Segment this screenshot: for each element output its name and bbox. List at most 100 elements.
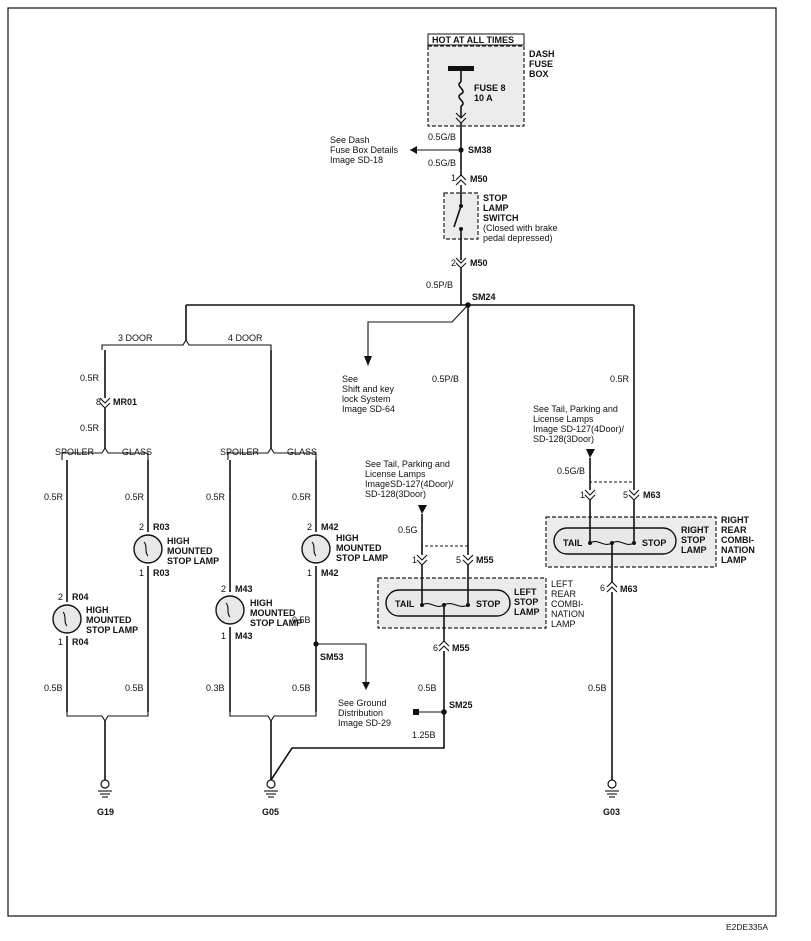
connector-m42-bottom: M42 [321,568,339,578]
arrow-down-icon [364,356,372,366]
left-lamp-capsule [385,589,511,617]
connector-m63-top: M63 [643,490,661,500]
left-name-2: REAR [551,589,577,599]
left-wire-out: 0.5B [418,683,437,693]
fuse-box-label-2: FUSE [529,59,553,69]
dash-fuse-box [427,45,525,127]
arrow-down-icon [362,682,370,690]
connector-r03-top: R03 [153,522,170,532]
door3-gl-lamp-1: HIGH [167,536,190,546]
door3-wire-b: 0.5R [80,423,100,433]
door3-sp-pin2: 2 [58,592,63,602]
connector-m42-top: M42 [321,522,339,532]
right-lamp-capsule [553,527,677,555]
fuse-ref-line-3: Image SD-18 [330,155,383,165]
splice-label-sm53: SM53 [320,652,344,662]
door3-wire-a: 0.5R [80,373,100,383]
door4-gl-lamp-3: STOP LAMP [336,553,388,563]
switch-contact-icon [453,205,462,228]
door4-gl-pin1: 1 [307,568,312,578]
connector-chevron-icon [628,489,640,501]
left-wire-in: 0.5P/B [432,374,459,384]
wire-label-0.5g-b-1: 0.5G/B [428,132,456,142]
right-ref-line-2: License Lamps [533,414,594,424]
left-ref-line-3: ImageSD-127(4Door)/ [365,479,454,489]
right-wire-out: 0.5B [588,683,607,693]
splice-label-sm25: SM25 [449,700,473,710]
ground-g19-icon [100,779,110,789]
pin-m50-1: 1 [451,173,456,183]
fuse-rating: 10 A [474,93,493,103]
left-name-4: NATION [551,609,584,619]
connector-r04-top: R04 [72,592,89,602]
switch-label-3: SWITCH [483,213,519,223]
left-lamp-label-3: LAMP [514,607,540,617]
left-pin5: 5 [456,555,461,565]
switch-label-1: STOP [483,193,507,203]
fuse-ref-line-1: See Dash [330,135,370,145]
connector-r04-bottom: R04 [72,637,89,647]
fuse-box-label-3: BOX [529,69,549,79]
connector-chevron-icon [584,489,596,501]
door4-sp-lamp-3: STOP LAMP [250,618,302,628]
left-wire-ground: 1.25B [412,730,436,740]
door3-gl-lamp-3: STOP LAMP [167,556,219,566]
door3-sp-pin1: 1 [58,637,63,647]
door3-gl-pin1: 1 [139,568,144,578]
left-stop-label: STOP [476,599,500,609]
right-pin6: 6 [600,583,605,593]
wire-label-0.5g-b-2: 0.5G/B [428,158,456,168]
door4-sp-wire1: 0.5R [206,492,226,502]
ground-g03-label: G03 [603,807,620,817]
door3-sp-lamp-2: MOUNTED [86,615,132,625]
door3-pin-8: 8 [96,397,101,407]
connector-m50-bottom: M50 [470,258,488,268]
ground-g19-label: G19 [97,807,114,817]
right-tail-label: TAIL [563,538,583,548]
right-name-3: COMBI- [721,535,754,545]
high-mounted-stop-lamp-icon [52,604,82,634]
switch-label-2: LAMP [483,203,509,213]
left-name-1: LEFT [551,579,574,589]
shift-ref-line-2: Shift and key [342,384,395,394]
door4-label: 4 DOOR [228,333,263,343]
door4-gl-lamp-1: HIGH [336,533,359,543]
shift-ref-line-1: See [342,374,358,384]
connector-chevron-icon [416,554,428,566]
door3-sp-wire1: 0.5R [44,492,64,502]
door3-sp-lamp-3: STOP LAMP [86,625,138,635]
left-pin1: 1 [412,555,417,565]
left-name-3: COMBI- [551,599,584,609]
right-pin5: 5 [623,490,628,500]
right-pin1: 1 [580,490,585,500]
right-ref-line-3: Image SD-127(4Door)/ [533,424,625,434]
door4-gl-wire3: 0.5B [292,683,311,693]
door4-ground-bracket [229,712,317,723]
right-name-4: NATION [721,545,755,555]
door3-gl-lamp-2: MOUNTED [167,546,213,556]
door3-gl-wire1: 0.5R [125,492,145,502]
connector-m55-top: M55 [476,555,494,565]
right-name-1: RIGHT [721,515,750,525]
shift-ref-line-4: Image SD-64 [342,404,395,414]
door4-glass-label: GLASS [287,447,317,457]
connector-m55-bottom: M55 [452,643,470,653]
right-name-2: REAR [721,525,747,535]
left-tail-label: TAIL [395,599,415,609]
ground-ref-line-1: See Ground [338,698,387,708]
high-mounted-stop-lamp-icon [301,534,331,564]
ground-g05-label: G05 [262,807,279,817]
connector-m63-bottom: M63 [620,584,638,594]
connector-m43-top: M43 [235,584,253,594]
arrow-left-icon [410,146,417,154]
left-lamp-label-1: LEFT [514,587,537,597]
connector-m43-bottom: M43 [235,631,253,641]
door3-ground-bracket [66,712,149,723]
ground-g03-icon [607,779,617,789]
door3-spoiler-glass-bracket [61,446,149,460]
arrow-down-icon [418,505,427,514]
door3-glass-label: GLASS [122,447,152,457]
door4-gl-lamp-2: MOUNTED [336,543,382,553]
door4-sp-pin2: 2 [221,584,226,594]
